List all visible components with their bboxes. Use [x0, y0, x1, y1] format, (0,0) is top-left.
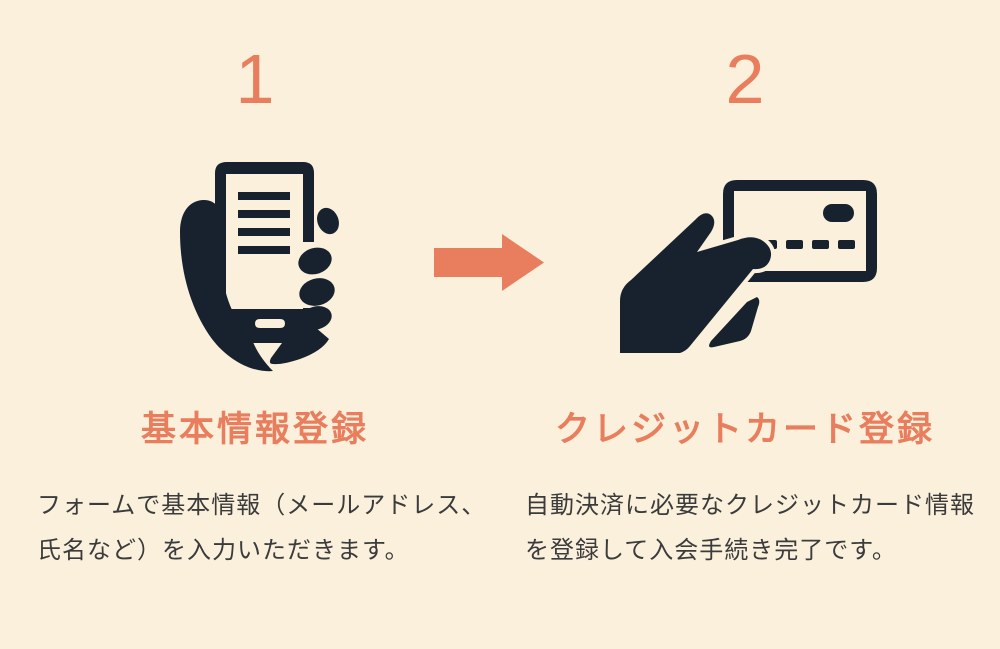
step-2-description-line-2: を登録して入会手続き完了です。	[525, 537, 897, 564]
hand-holding-smartphone-icon	[160, 150, 380, 380]
step-2-description: 自動決済に必要なクレジットカード情報 を登録して入会手続き完了です。	[525, 483, 975, 573]
hand-holding-credit-card-icon	[600, 160, 900, 380]
step-2-title: クレジットカード登録	[554, 410, 935, 449]
arrow-right-icon	[430, 225, 550, 300]
step-1-description-line-1: フォームで基本情報（メールアドレス、	[37, 492, 487, 519]
step-2-description-line-1: 自動決済に必要なクレジットカード情報	[525, 492, 975, 519]
step-1-description: フォームで基本情報（メールアドレス、 氏名など）を入力いただきます。	[37, 483, 486, 573]
step-1-description-line-2: 氏名など）を入力いただきます。	[37, 537, 410, 564]
step-2-number: 2	[725, 40, 765, 118]
step-1-number: 1	[235, 40, 275, 118]
step-1-title: 基本情報登録	[140, 410, 369, 449]
